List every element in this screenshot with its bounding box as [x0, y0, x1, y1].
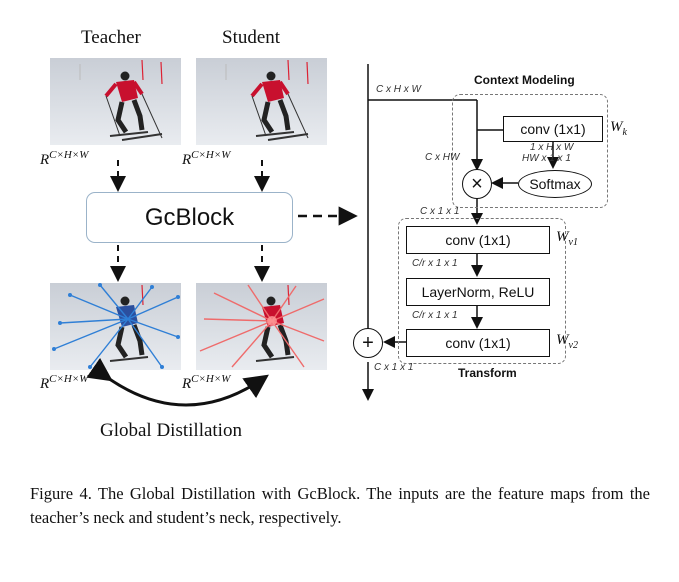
teacher-input-shape: RC×H×W [40, 149, 89, 168]
weight-label-wk: Wk [610, 119, 627, 138]
conv-k-box: conv (1x1) [503, 116, 603, 142]
dim-label-top: C x H x W [376, 84, 421, 95]
figure-caption: Figure 4. The Global Distillation with G… [30, 484, 650, 527]
dim-label-1hw: 1 x H x W [530, 142, 574, 153]
softmax-node: Softmax [518, 170, 592, 198]
teacher-global-relation-image [50, 283, 181, 370]
student-title: Student [222, 27, 281, 48]
teacher-input-image [50, 58, 181, 145]
global-distillation-label: Global Distillation [100, 420, 242, 441]
context-modeling-group [452, 94, 608, 208]
layernorm-relu-box: LayerNorm, ReLU [406, 278, 550, 306]
weight-label-wv2: Wv2 [556, 332, 578, 351]
transform-title: Transform [458, 366, 517, 380]
teacher-output-shape: RC×H×W [40, 373, 89, 392]
add-node: + [353, 328, 383, 358]
context-modeling-title: Context Modeling [474, 73, 575, 87]
weight-label-wv1: Wv1 [556, 229, 578, 248]
dim-label-cr11-a: C/r x 1 x 1 [412, 258, 458, 269]
student-input-image [196, 58, 327, 145]
dim-label-chw: C x HW [425, 152, 460, 163]
student-input-shape: RC×H×W [182, 149, 231, 168]
dim-label-cr11-b: C/r x 1 x 1 [412, 310, 458, 321]
dim-label-c11-bottom: C x 1 x 1 [374, 362, 414, 373]
dim-label-hw11: HW x 1 x 1 [522, 153, 571, 164]
teacher-title: Teacher [81, 27, 141, 48]
conv-v2-box: conv (1x1) [406, 329, 550, 357]
student-global-relation-image [196, 283, 327, 370]
conv-v1-box: conv (1x1) [406, 226, 550, 254]
multiply-node: × [462, 169, 492, 199]
transform-group [398, 218, 566, 364]
gcblock-box: GcBlock [86, 192, 293, 243]
dim-label-c11-top: C x 1 x 1 [420, 206, 460, 217]
